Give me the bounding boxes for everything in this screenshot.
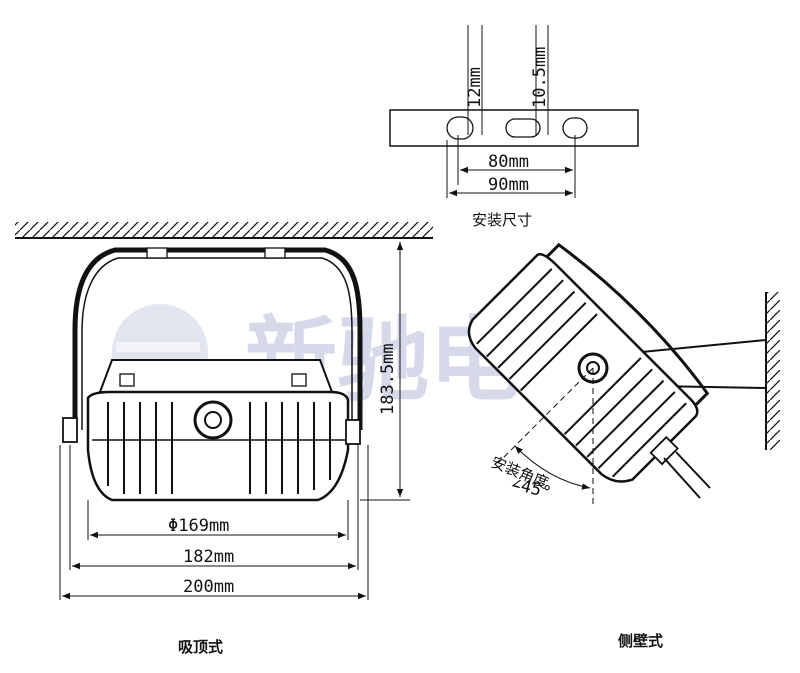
tilted-lamp-knob (649, 435, 679, 466)
bracket-nut-left (146, 247, 168, 259)
dim-width-inner: 182mm (183, 547, 234, 567)
cover-screw-left (119, 373, 135, 387)
dim-width-overall: 200mm (183, 577, 234, 597)
wall-hatch (766, 292, 780, 450)
cable (675, 451, 711, 489)
dim-height: 183.5mm (378, 343, 398, 415)
side-knob-right (345, 419, 361, 445)
ceiling-hatch (15, 222, 433, 238)
cable (663, 457, 701, 499)
install-size-title: 安装尺寸 (472, 211, 532, 229)
dim-body-diameter: Φ169mm (168, 516, 229, 536)
lamp-fins (107, 402, 331, 494)
mounting-plate (389, 109, 639, 147)
angle-ref-line (497, 367, 594, 464)
dim-slot-width: 12mm (465, 67, 485, 108)
ceiling-mount-diagram: 183.5mm Φ169mm 182mm 200mm 吸顶式 (15, 222, 433, 656)
dim-inner-spacing: 80mm (488, 152, 529, 172)
angle-arc (514, 445, 591, 490)
mounting-slot-center (505, 118, 541, 138)
wall-mount-diagram: 安装角度 ∠45° 侧壁式 (467, 242, 780, 650)
side-knob-left (62, 417, 78, 443)
wall-mount-caption: 侧壁式 (618, 632, 663, 650)
ceiling-mount-caption: 吸顶式 (178, 638, 223, 656)
mounting-hole-left (446, 116, 474, 140)
install-size-diagram: 12mm 10.5mm 80mm 90mm 安装尺寸 (389, 25, 639, 229)
cover-screw-right (291, 373, 307, 387)
tilted-lamp-bracket (546, 242, 710, 406)
dim-slot-height: 10.5mm (530, 47, 550, 108)
mount-bracket-inner (81, 257, 353, 430)
dim-outer-spacing: 90mm (488, 175, 529, 195)
mount-bracket (72, 247, 363, 430)
bracket-nut-right (264, 247, 286, 259)
tilted-lamp-fins (476, 268, 687, 478)
cable-gland-inner (204, 411, 222, 429)
